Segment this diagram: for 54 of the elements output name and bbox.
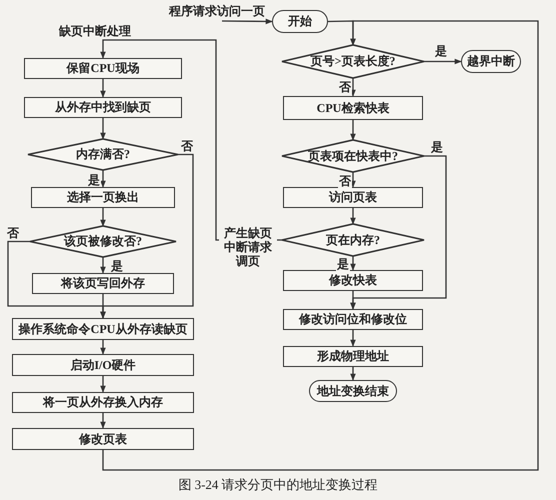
arrow [350, 120, 356, 141]
figure-caption: 图 3-24 请求分页中的地址变换过程 [178, 477, 378, 492]
edge-label: 否 [6, 226, 20, 240]
arrow [100, 170, 106, 188]
terminal-box: 越界中断 [461, 50, 521, 73]
process-box: 将一页从外存换入内存 [12, 392, 194, 413]
arrow [100, 79, 106, 98]
arrow [350, 208, 356, 225]
process-box: CPU检索快表 [283, 96, 423, 120]
decision-diamond: 该页被修改否? [30, 226, 176, 257]
arrow [100, 294, 106, 319]
decision-diamond: 页在内存? [282, 224, 424, 256]
process-box: 修改访问位和修改位 [283, 309, 423, 330]
arrow [350, 256, 356, 271]
edge-label: 程序请求访问一页 [168, 4, 266, 18]
arrow [100, 208, 106, 227]
edge-label: 是 [110, 259, 124, 273]
arrow [100, 118, 106, 140]
process-box: 保留CPU现场 [24, 58, 182, 79]
arrow [102, 20, 539, 471]
edge-label: 否 [180, 139, 194, 153]
terminal-box: 地址变换结束 [309, 380, 397, 402]
arrow [100, 413, 106, 429]
arrow [100, 376, 106, 393]
arrow [350, 291, 356, 310]
arrow [100, 257, 106, 274]
process-box: 修改页表 [12, 428, 194, 450]
process-box: 修改快表 [283, 270, 423, 291]
edge-label: 是 [87, 173, 101, 187]
process-box: 形成物理地址 [283, 346, 423, 367]
edge-label: 是 [430, 140, 444, 154]
decision-diamond: 页号>页表长度? [282, 45, 424, 78]
section-heading: 缺页中断处理 [58, 24, 132, 38]
process-box: 启动I/O硬件 [12, 354, 194, 376]
edge-label: 是 [434, 44, 448, 58]
arrow [350, 330, 356, 347]
terminal-box: 开始 [272, 10, 328, 33]
process-box: 操作系统命令CPU从外存读缺页 [12, 318, 194, 340]
arrow [350, 172, 356, 188]
decision-diamond: 内存满否? [28, 139, 178, 170]
edge-label: 否 [338, 174, 352, 188]
edge-label: 产生缺页中断请求调页 [219, 226, 277, 268]
process-box: 选择一页换出 [31, 187, 175, 208]
decision-diamond: 页表项在快表中? [282, 140, 424, 172]
arrow [424, 58, 462, 64]
process-box: 从外存中找到缺页 [24, 97, 182, 118]
process-box: 将该页写回外存 [32, 273, 174, 294]
edge-label: 是 [336, 257, 350, 271]
arrow [100, 340, 106, 355]
edge-label: 否 [338, 80, 352, 94]
arrow [222, 18, 273, 24]
arrow [350, 367, 356, 381]
process-box: 访问页表 [283, 187, 423, 208]
arrow [350, 78, 356, 97]
